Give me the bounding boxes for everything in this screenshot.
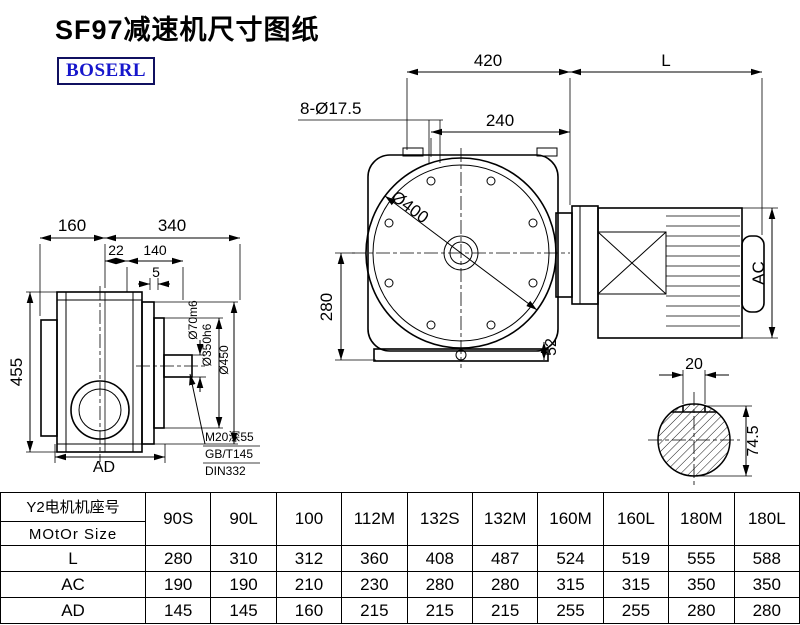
dim-340-label: 340	[158, 216, 186, 235]
table-header-row: Y2电机机座号 MOtOr Size 90S 90L 100 112M 132S…	[0, 492, 800, 546]
dim-455-label: 455	[7, 358, 26, 386]
dims-side: 160 340 22 140 5 455 AD Ø70	[7, 216, 260, 478]
dim-d400-label: Ø400	[388, 187, 433, 227]
dim-l-label: L	[661, 51, 670, 70]
table-cell: 350	[668, 571, 735, 598]
table-cell: 280	[733, 597, 800, 624]
table-cell: 555	[668, 545, 735, 572]
table-cell: 280	[144, 545, 212, 572]
shaft-section: 20 74.5	[648, 356, 762, 488]
motor-view	[571, 205, 765, 339]
page-title: SF97减速机尺寸图纸	[55, 15, 320, 45]
dim-d350h6-label: Ø350h6	[200, 323, 214, 366]
table-cell: 408	[406, 545, 473, 572]
table-cell: 312	[275, 545, 343, 572]
table-cell: 519	[602, 545, 670, 572]
table-cell: 160	[275, 597, 343, 624]
table-cell: 524	[537, 545, 604, 572]
table-row: AC 190 190 210 230 280 280 315 315 350 3…	[0, 571, 800, 598]
table-corner-header: Y2电机机座号 MOtOr Size	[0, 492, 146, 546]
table-cell: 350	[733, 571, 800, 598]
bolt-note-label: 8-Ø17.5	[300, 99, 361, 118]
front-view	[352, 147, 573, 368]
col-header: 100	[275, 492, 343, 546]
table-cell: 487	[471, 545, 539, 572]
table-cell: 310	[210, 545, 277, 572]
dim-22-label: 22	[108, 242, 124, 258]
table-cell: 215	[341, 597, 408, 624]
dim-5-label: 5	[152, 264, 160, 280]
note-din-label: DIN332	[205, 464, 246, 478]
table-cell: 360	[341, 545, 408, 572]
col-header: 180M	[668, 492, 735, 546]
row-label: AD	[0, 597, 146, 624]
col-header: 90L	[210, 492, 277, 546]
motor-fins	[666, 215, 740, 327]
dim-ac-label: AC	[749, 261, 768, 285]
logo-text: BOSERL	[66, 60, 147, 81]
dim-ad-label: AD	[93, 459, 115, 476]
table-cell: 230	[341, 571, 408, 598]
dim-160-label: 160	[58, 216, 86, 235]
table-cell: 315	[602, 571, 670, 598]
table-cell: 315	[537, 571, 604, 598]
dim-52-label: 52	[543, 338, 560, 356]
dim-74-5-label: 74.5	[745, 425, 762, 456]
note-gb-label: GB/T145	[205, 447, 253, 461]
note-tap-label: M20深55	[205, 430, 254, 444]
table-cell: 255	[537, 597, 604, 624]
table-row: L 280 310 312 360 408 487 524 519 555 58…	[0, 545, 800, 572]
col-header: 132S	[406, 492, 473, 546]
table-cell: 145	[144, 597, 212, 624]
table-cell: 255	[602, 597, 670, 624]
technical-drawing: 420 L 240 8-Ø17.5 Ø400 280 52 AC	[7, 51, 778, 488]
table-cell: 280	[471, 571, 539, 598]
dim-140-label: 140	[143, 242, 167, 258]
boserl-logo: BOSERL	[57, 57, 156, 85]
dims-top: 420 L 240 8-Ø17.5 Ø400	[298, 51, 763, 311]
header-cn: Y2电机机座号	[1, 494, 145, 522]
col-header: 132M	[471, 492, 539, 546]
col-header: 160L	[602, 492, 670, 546]
table-cell: 280	[406, 571, 473, 598]
dim-420-label: 420	[474, 51, 502, 70]
side-view	[40, 286, 206, 462]
dim-d70m6-label: Ø70m6	[186, 300, 200, 340]
table-cell: 210	[275, 571, 343, 598]
dim-280-label: 280	[317, 293, 336, 321]
table-cell: 280	[668, 597, 735, 624]
dims-front: 280 52 AC	[317, 207, 778, 361]
table-cell: 190	[144, 571, 212, 598]
table-row: AD 145 145 160 215 215 215 255 255 280 2…	[0, 597, 800, 624]
col-header: 180L	[733, 492, 800, 546]
table-cell: 588	[733, 545, 800, 572]
col-header: 90S	[144, 492, 212, 546]
table-cell: 145	[210, 597, 277, 624]
dim-d450-label: Ø450	[217, 345, 231, 375]
col-header: 112M	[341, 492, 408, 546]
col-header: 160M	[537, 492, 604, 546]
motor-size-table: Y2电机机座号 MOtOr Size 90S 90L 100 112M 132S…	[0, 492, 800, 624]
table-cell: 190	[210, 571, 277, 598]
dim-240-label: 240	[486, 111, 514, 130]
table-cell: 215	[471, 597, 539, 624]
table-cell: 215	[406, 597, 473, 624]
dim-20-label: 20	[685, 356, 703, 373]
header-en: MOtOr Size	[28, 526, 118, 543]
row-label: L	[0, 545, 146, 572]
row-label: AC	[0, 571, 146, 598]
